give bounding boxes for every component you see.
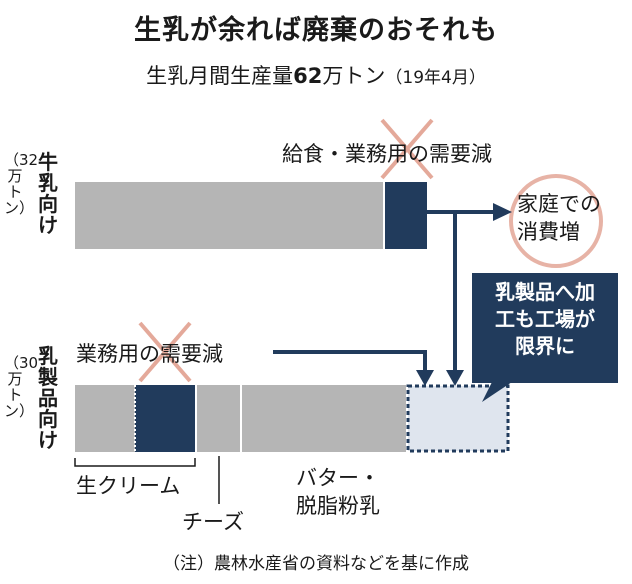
page-title: 生乳が余れば廃棄のおそれも [134,15,498,46]
subtitle-unit: 万トン [322,64,386,88]
subtitle-period: （19年4月） [385,68,486,88]
home-consumption-ring-icon [509,174,603,268]
butter-segment [242,385,406,452]
arrow-dairy-reduction [273,350,427,372]
overflow-segment [406,384,510,453]
source-note: （注）農林水産省の資料などを基に作成 [163,554,469,574]
butter-label-1: バター・ [296,466,380,490]
callout-pointer [482,382,512,402]
milk-reduction-segment [385,182,427,249]
subtitle-amount: 62 [293,64,323,88]
dairy-row-label: 乳製品向け [38,344,58,452]
cheese-segment [197,385,240,452]
cheese-label: チーズ [182,510,244,534]
cream-label: 生クリーム [76,474,181,498]
milk-row-label: 牛乳向け [38,150,58,237]
capacity-callout: 乳製品へ加 工も工場が 限界に [472,273,618,383]
subtitle-prefix: 生乳月間生産量 [146,64,294,88]
dairy-volume-label: （30万トン） [4,354,39,420]
milk-reduction-label: 給食・業務用の需要減 [282,142,492,166]
callout-line-3: 限界に [515,334,575,358]
milk-bar [75,182,385,249]
dairy-reduction-segment [135,385,195,452]
callout-line-1: 乳製品へ加 [495,280,595,304]
arrow-dairy-reduction-head-icon [416,370,434,386]
arrow-to-dairy-head-icon [446,370,464,386]
dairy-segment-1 [75,385,135,452]
cream-bracket [74,458,196,467]
home-consumption-label-2: 消費増 [517,220,580,244]
milk-volume-label: （32万トン） [4,151,39,217]
callout-line-2: 工も工場が [495,307,595,331]
home-consumption-label-1: 家庭での [517,192,601,216]
subtitle: 生乳月間生産量62万トン（19年4月） [0,60,632,90]
arrow-to-home-head-icon [493,203,512,221]
butter-label-2: 脱脂粉乳 [296,494,380,518]
dairy-reduction-label: 業務用の需要減 [76,342,223,366]
